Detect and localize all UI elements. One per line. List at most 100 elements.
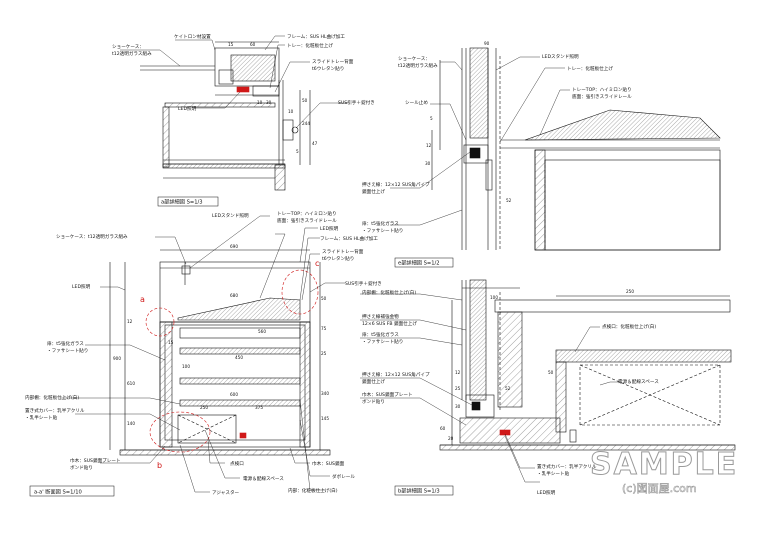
label-aa-10: LED照明: [72, 284, 91, 290]
dim-a-15: 15: [228, 42, 234, 47]
label-aa-19: 電源＆配線スペース: [243, 475, 284, 482]
dim-a-244: 244: [302, 121, 310, 126]
title-box-a: [157, 196, 219, 207]
label-aa-5: LED照明: [320, 226, 339, 232]
label-a-8: LED照明: [178, 106, 197, 112]
title-b: b部詳細図 S=1/3: [398, 487, 440, 495]
label-aa-21: 巾木：SUS鏡面: [312, 460, 345, 467]
label-b-9: 電源＆配線スペース: [618, 378, 659, 385]
dim-aa-140: 140: [127, 421, 135, 426]
title-e: e部詳細図 S=1/2: [398, 259, 440, 267]
label-e-11: ・ファサシート貼り: [362, 227, 403, 234]
label-e-1: ショーケース：: [398, 55, 430, 62]
dim-b-12: 12: [455, 370, 461, 375]
label-a-7: t6ウレタン貼り: [312, 65, 344, 72]
dim-a-10b: 10: [288, 109, 294, 114]
dim-aa-690: 690: [230, 244, 238, 249]
title-box-e: [394, 257, 454, 268]
title-box-aa: [29, 485, 115, 497]
label-a-6: スライドトレー背面: [312, 58, 354, 65]
dim-a-10: 10: [257, 100, 263, 105]
title-aa: a-a' 断面図 S=1/10: [34, 488, 82, 496]
label-e-6: 底面：強引きスライドレール: [572, 93, 632, 100]
dim-aa-450: 450: [235, 355, 243, 360]
label-aa-16: 巾木：SUS鏡面プレート: [70, 457, 121, 464]
label-b-11: ボンド貼り: [362, 398, 385, 405]
label-b-8: 鏡面仕上げ: [362, 378, 385, 385]
dim-a-5: 5: [296, 149, 299, 154]
label-e-5: トレーTOP：ハイミロン貼り: [572, 86, 632, 93]
marker-b: b: [157, 461, 162, 470]
label-a-3: t12透明ガラス組み: [112, 50, 152, 57]
dim-aa-75: 75: [321, 326, 327, 331]
label-aa-2: LEDスタンド照明: [212, 212, 249, 219]
label-aa-18: 点検口: [230, 460, 244, 467]
label-b-4: 12×6 SUS FB 鏡面仕上げ: [362, 320, 417, 327]
view-e-detail: [431, 47, 721, 251]
label-b-2: 点検口：化粧板仕上げ(白): [602, 323, 656, 330]
watermark-sample: SAMPLE: [590, 447, 738, 482]
label-b-7: 押さえ線：12×12 SUS角パイプ: [362, 371, 430, 378]
dim-e-12: 12: [426, 143, 432, 148]
label-b-13: ・乳半シート貼: [537, 470, 570, 477]
label-aa-1: ショーケース：t12透明ガラス組み: [56, 233, 128, 240]
label-e-9: 鏡面仕上げ: [362, 188, 385, 195]
label-b-3: 押さえ線補強金物: [362, 313, 399, 320]
watermark-copyright: (c)図面屋.com: [622, 482, 697, 495]
label-aa-8: t6ウレタン貼り: [322, 255, 354, 262]
label-aa-3: トレーTOP：ハイミロン貼り: [277, 210, 337, 217]
dim-b-50: 50: [548, 370, 554, 375]
dim-aa-25: 25: [321, 351, 327, 356]
label-aa-4: 底面：強引きスライドレール: [277, 217, 337, 224]
label-aa-6: フレーム：SUS HL曲げ加工: [320, 235, 378, 242]
dim-b-52: 52: [505, 386, 511, 391]
label-aa-14: 置き式カバー：乳半アクリル: [25, 407, 85, 414]
label-aa-7: スライドトレー背面: [322, 248, 364, 255]
label-a-4: フレーム：SUS HL曲げ加工: [287, 33, 345, 40]
label-aa-15: ・乳半シート貼: [25, 414, 58, 421]
label-aa-9: SUS引手＋錠付き: [345, 280, 382, 287]
label-aa-20: アジャスター: [212, 489, 240, 496]
label-b-5: 扉：t5強化ガラス: [362, 331, 399, 338]
dim-aa-145: 145: [321, 416, 329, 421]
label-b-1: 内部棚：化粧板仕上げ(白): [362, 289, 416, 296]
label-a-1: ケイトロン材設置: [174, 33, 211, 40]
label-a-2: ショーケース：: [112, 43, 144, 50]
dim-b-20: 20: [448, 436, 454, 441]
label-e-2: t12透明ガラス組み: [398, 62, 438, 69]
dim-aa-680: 680: [230, 293, 238, 298]
dim-aa-900: 900: [113, 356, 121, 361]
view-b-detail: [439, 279, 736, 451]
label-aa-12: ・ファサシート貼り: [47, 347, 88, 354]
label-e-3: LEDスタンド照明: [542, 53, 579, 60]
label-b-6: ・ファサシート貼り: [362, 338, 403, 345]
label-b-10: 巾木：SUS鏡面プレート: [362, 391, 413, 398]
label-a-5: トレー：化粧板仕上げ: [287, 42, 333, 49]
dim-aa-12: 12: [127, 319, 133, 324]
label-aa-17: ボンド貼り: [70, 464, 93, 471]
dim-aa-375: 375: [255, 405, 263, 410]
leaders-a: [120, 35, 350, 129]
dim-aa-100: 100: [182, 364, 190, 369]
dim-b-250: 250: [626, 289, 634, 294]
dim-aa-610: 610: [127, 381, 135, 386]
title-box-b: [394, 485, 454, 496]
dim-a-50: 50: [302, 98, 308, 103]
dim-aa-600: 600: [230, 392, 238, 397]
dim-a-47: 47: [312, 141, 318, 146]
label-aa-11: 扉：t5強化ガラス: [47, 340, 84, 347]
label-e-4: トレー：化粧板仕上げ: [567, 65, 613, 72]
dim-b-100: 100: [490, 295, 498, 300]
dim-e-5: 5: [430, 116, 433, 121]
dim-e-90: 90: [484, 41, 490, 46]
dim-b-30: 30: [455, 404, 461, 409]
dim-b-25: 25: [455, 386, 461, 391]
label-b-14: LED照明: [537, 490, 556, 496]
label-aa-22: ダボレール: [332, 473, 355, 480]
label-e-7: シール止め: [405, 99, 428, 106]
label-e-10: 扉：t5強化ガラス: [362, 220, 399, 227]
leaders-aa: [60, 215, 345, 493]
dim-aa-15: 15: [168, 340, 174, 345]
dim-a-60: 60: [250, 42, 256, 47]
